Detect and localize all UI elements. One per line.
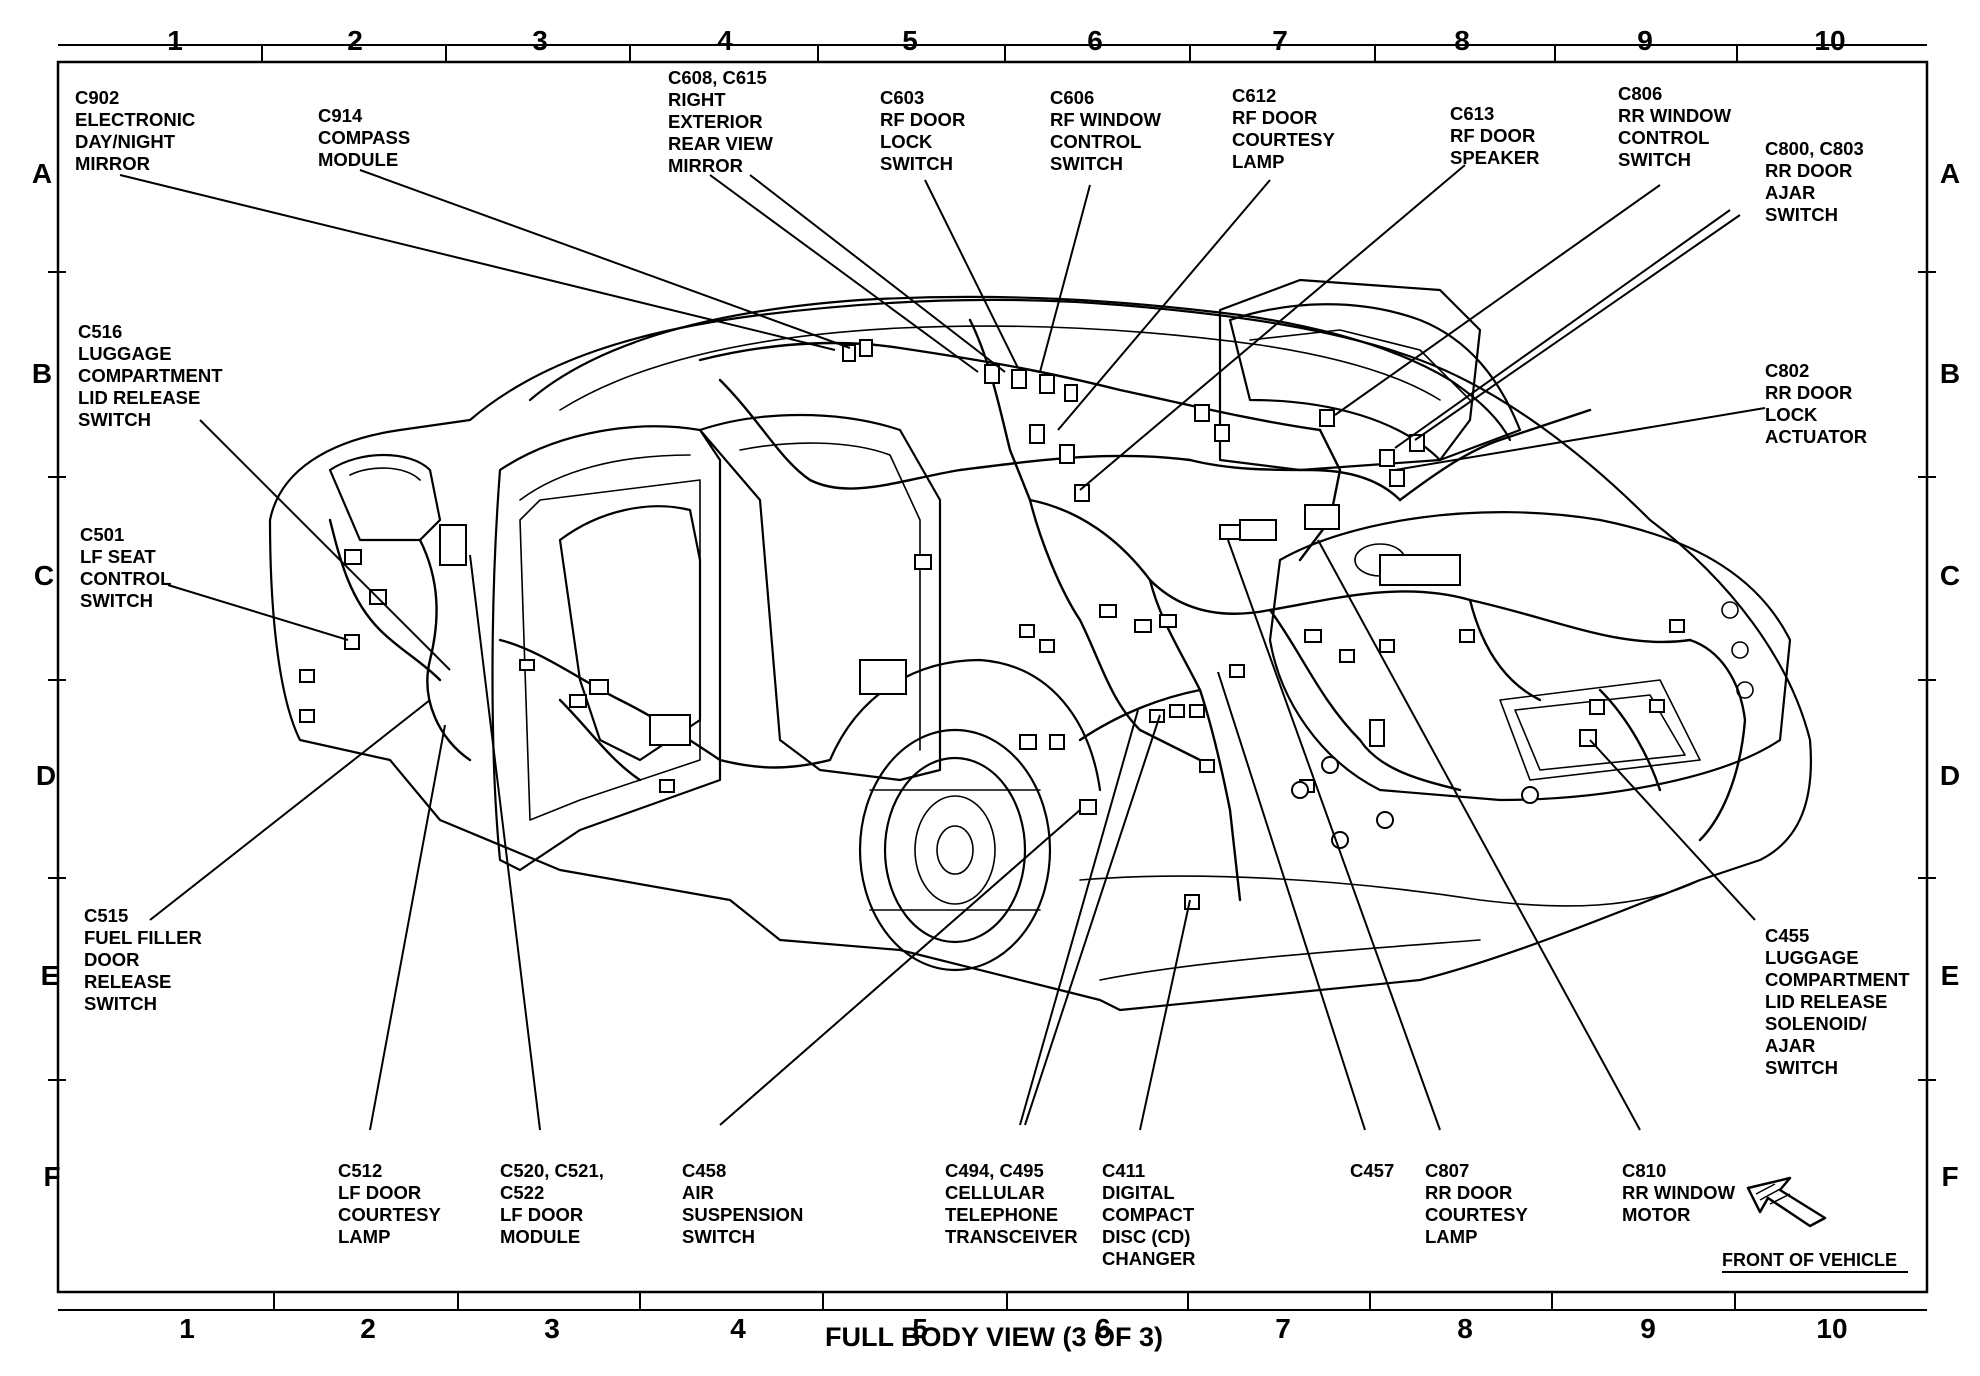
callout-labels: C902 ELECTRONIC DAY/NIGHT MIRROR C914 CO… — [75, 67, 1915, 1269]
top-col-5: 5 — [902, 25, 918, 56]
callout-c806: C806 RR WINDOW CONTROL SWITCH — [1618, 83, 1736, 170]
bottom-col-3: 3 — [544, 1313, 560, 1344]
left-row-a: A — [32, 158, 52, 189]
callout-c914: C914 COMPASS MODULE — [318, 105, 415, 170]
top-col-7: 7 — [1272, 25, 1288, 56]
callout-c810: C810 RR WINDOW MOTOR — [1622, 1160, 1740, 1225]
vehicle-body-outline — [268, 298, 1812, 1012]
top-col-10: 10 — [1814, 25, 1845, 56]
right-row-ruler: A B C D E F — [1918, 158, 1960, 1192]
bottom-col-2: 2 — [360, 1313, 376, 1344]
wiring-harness — [328, 318, 1747, 902]
right-row-d: D — [1940, 760, 1960, 791]
leader-lines — [119, 164, 1766, 1131]
left-row-f: F — [43, 1161, 60, 1192]
diagram-title: FULL BODY VIEW (3 OF 3) — [825, 1322, 1163, 1352]
callout-c802: C802 RR DOOR LOCK ACTUATOR — [1765, 360, 1867, 447]
callout-c902: C902 ELECTRONIC DAY/NIGHT MIRROR — [75, 87, 200, 174]
bottom-col-5: 5 — [912, 1313, 928, 1344]
callout-c800: C800, C803 RR DOOR AJAR SWITCH — [1765, 138, 1869, 225]
callout-c494: C494, C495 CELLULAR TELEPHONE TRANSCEIVE… — [945, 1160, 1078, 1247]
roof-inner-line — [559, 325, 1441, 411]
bottom-col-8: 8 — [1457, 1313, 1473, 1344]
bottom-column-ruler: 1 2 3 4 5 6 7 8 9 10 — [58, 1292, 1927, 1344]
callout-c501: C501 LF SEAT CONTROL SWITCH — [80, 524, 176, 611]
front-arrow-icon — [1746, 1176, 1827, 1228]
top-col-6: 6 — [1087, 25, 1103, 56]
rear-window-frame — [1228, 303, 1522, 462]
lf-door-open — [491, 425, 722, 872]
callout-c606: C606 RF WINDOW CONTROL SWITCH — [1050, 87, 1166, 174]
callout-c515: C515 FUEL FILLER DOOR RELEASE SWITCH — [84, 905, 207, 1014]
callout-c613: C613 RF DOOR SPEAKER — [1450, 103, 1540, 168]
rear-wheel — [858, 728, 1052, 972]
callout-c807: C807 RR DOOR COURTESY LAMP — [1425, 1160, 1533, 1247]
callout-c520: C520, C521, C522 LF DOOR MODULE — [500, 1160, 609, 1247]
top-col-2: 2 — [347, 25, 363, 56]
top-column-ruler: 1 2 3 4 5 6 7 8 9 10 — [58, 25, 1927, 62]
callout-c411: C411 DIGITAL COMPACT DISC (CD) CHANGER — [1102, 1160, 1199, 1269]
callout-c455: C455 LUGGAGE COMPARTMENT LID RELEASE SOL… — [1765, 925, 1915, 1078]
callout-c608: C608, C615 RIGHT EXTERIOR REAR VIEW MIRR… — [668, 67, 778, 176]
rear-door-open — [1218, 278, 1482, 472]
callout-c603: C603 RF DOOR LOCK SWITCH — [880, 87, 970, 174]
b-pillar — [698, 413, 942, 782]
right-row-f: F — [1941, 1161, 1958, 1192]
front-of-vehicle-indicator: FRONT OF VEHICLE — [1722, 1176, 1908, 1273]
bottom-col-1: 1 — [179, 1313, 195, 1344]
left-row-d: D — [36, 760, 56, 791]
top-col-8: 8 — [1454, 25, 1470, 56]
top-col-4: 4 — [717, 25, 733, 56]
right-row-b: B — [1940, 358, 1960, 389]
callout-c458: C458 AIR SUSPENSION SWITCH — [682, 1160, 808, 1247]
callout-c612: C612 RF DOOR COURTESY LAMP — [1232, 85, 1340, 172]
right-row-a: A — [1940, 158, 1960, 189]
bottom-col-4: 4 — [730, 1313, 746, 1344]
callout-c457: C457 — [1350, 1160, 1394, 1181]
left-row-e: E — [41, 960, 60, 991]
bottom-col-6: 6 — [1095, 1313, 1111, 1344]
bottom-col-9: 9 — [1640, 1313, 1656, 1344]
top-col-9: 9 — [1637, 25, 1653, 56]
bottom-col-7: 7 — [1275, 1313, 1291, 1344]
right-row-e: E — [1941, 960, 1960, 991]
left-row-ruler: A B C D E F — [32, 158, 66, 1192]
front-seat — [558, 505, 702, 762]
callout-c516: C516 LUGGAGE COMPARTMENT LID RELEASE SWI… — [78, 321, 228, 430]
top-col-3: 3 — [532, 25, 548, 56]
callout-c512: C512 LF DOOR COURTESY LAMP — [338, 1160, 446, 1247]
right-row-c: C — [1940, 560, 1960, 591]
left-row-b: B — [32, 358, 52, 389]
left-row-c: C — [34, 560, 54, 591]
front-of-vehicle-label: FRONT OF VEHICLE — [1722, 1250, 1897, 1270]
bottom-col-10: 10 — [1816, 1313, 1847, 1344]
top-col-1: 1 — [167, 25, 183, 56]
diagram-frame — [56, 60, 1929, 1294]
